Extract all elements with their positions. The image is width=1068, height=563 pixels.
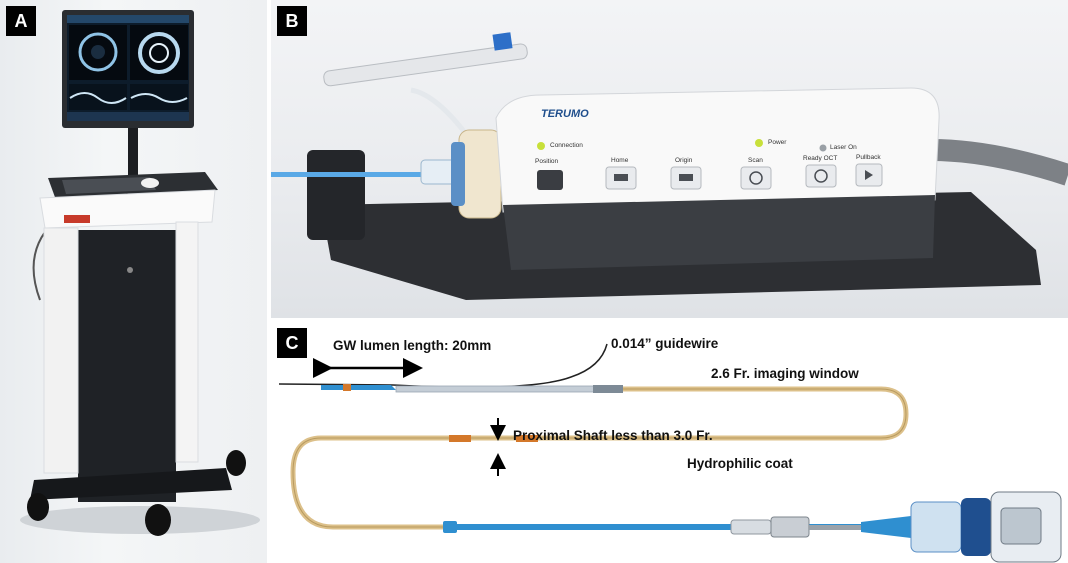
panel-c-catheter-diagram: C GW lume	[271, 322, 1068, 563]
catheter-shaft-blue	[451, 524, 951, 530]
syringe-valve	[492, 32, 513, 51]
shaft-marker-left	[449, 435, 471, 442]
keyboard	[62, 177, 156, 194]
pullback-icon	[865, 170, 873, 180]
power-label: Power	[768, 139, 787, 146]
mdu-illustration	[271, 32, 1068, 300]
cart-side-white	[175, 221, 199, 463]
connector-hub-blue	[451, 142, 465, 206]
shaft-joint	[443, 521, 457, 533]
cart-body-dark	[78, 230, 176, 502]
syringe	[323, 43, 528, 87]
cart-red-accent	[64, 215, 90, 223]
mdu-body-dark-lower	[503, 195, 935, 270]
catheter-svg	[278, 343, 1062, 563]
monitor-toolbar	[67, 112, 189, 121]
pullback-label: Pullback	[856, 154, 881, 161]
connection-indicator-light	[537, 142, 545, 150]
cart-front-white	[43, 227, 79, 474]
laser-on-label: Laser On	[830, 144, 857, 151]
mouse	[141, 178, 159, 188]
oct-long-trace-left	[69, 92, 127, 104]
panel-label-a: A	[6, 6, 36, 36]
mdu-cable	[930, 139, 1068, 186]
oct-lumen-right	[138, 32, 180, 74]
scan-icon	[749, 171, 763, 185]
catheter-shaft-tan	[290, 386, 909, 530]
home-icon	[614, 174, 628, 181]
catheter-shaft-outline	[292, 388, 907, 528]
cart-base	[30, 468, 232, 500]
laser-on-indicator-light	[819, 144, 827, 152]
monitor-titlebar	[67, 15, 189, 23]
home-label: Home	[611, 157, 629, 164]
floor-shadow	[20, 506, 260, 534]
wheel-back-right	[226, 450, 246, 476]
cable	[32, 231, 46, 301]
shaft-marker-right	[516, 435, 538, 442]
connector-inner	[1000, 507, 1042, 545]
imaging-window-segment	[395, 385, 597, 393]
cart-logo	[127, 267, 133, 273]
position-slider[interactable]	[537, 170, 563, 190]
panel-label-b: B	[277, 6, 307, 36]
ready-oct-icon	[814, 169, 828, 183]
catheter-blue-line	[271, 172, 451, 177]
connection-label: Connection	[550, 142, 583, 149]
hydrophilic-annotation: Hydrophilic coat	[687, 456, 793, 471]
panel-label-c: C	[277, 328, 307, 358]
oct-core-right	[149, 43, 169, 63]
catheter-holder	[307, 150, 365, 240]
catheter-tip-blue	[321, 385, 396, 390]
power-indicator-light	[755, 139, 763, 147]
strain-relief	[730, 519, 772, 535]
scan-label: Scan	[748, 157, 763, 164]
mdu-body	[495, 87, 940, 213]
scan-button[interactable]	[740, 166, 772, 190]
console-illustration	[20, 10, 260, 536]
imaging-core	[593, 385, 623, 393]
wheel-front-left	[27, 493, 49, 521]
oct-long-trace-right	[130, 93, 188, 103]
monitor-pole	[128, 128, 138, 176]
hub-body	[770, 516, 810, 538]
origin-label: Origin	[675, 157, 693, 164]
panel-a-console-photo: A	[0, 0, 267, 563]
panel-b-motor-drive-photo: B TERUMO Connec	[271, 0, 1068, 318]
oct-core-left	[91, 45, 105, 59]
hub-rod	[809, 525, 861, 530]
wheel-front-right	[145, 504, 171, 536]
connector-housing	[910, 501, 962, 553]
ready-oct-label: Ready OCT	[803, 155, 838, 162]
imaging-window-annotation: 2.6 Fr. imaging window	[711, 366, 859, 381]
guidewire-annotation: 0.014” guidewire	[611, 336, 719, 351]
oct-lumen-left	[78, 32, 118, 72]
origin-icon	[679, 174, 693, 181]
gw-lumen-annotation: GW lumen length: 20mm	[333, 338, 492, 353]
connector-blue-cone	[861, 516, 911, 538]
ready-oct-button[interactable]	[805, 164, 837, 188]
tip-marker	[343, 384, 351, 391]
terumo-logo-text: TERUMO	[541, 108, 589, 120]
proximal-shaft-annotation: Proximal Shaft less than 3.0 Fr.	[513, 428, 713, 443]
connector-hub	[458, 129, 502, 219]
connector-collar	[961, 498, 991, 556]
position-label: Position	[535, 158, 559, 165]
